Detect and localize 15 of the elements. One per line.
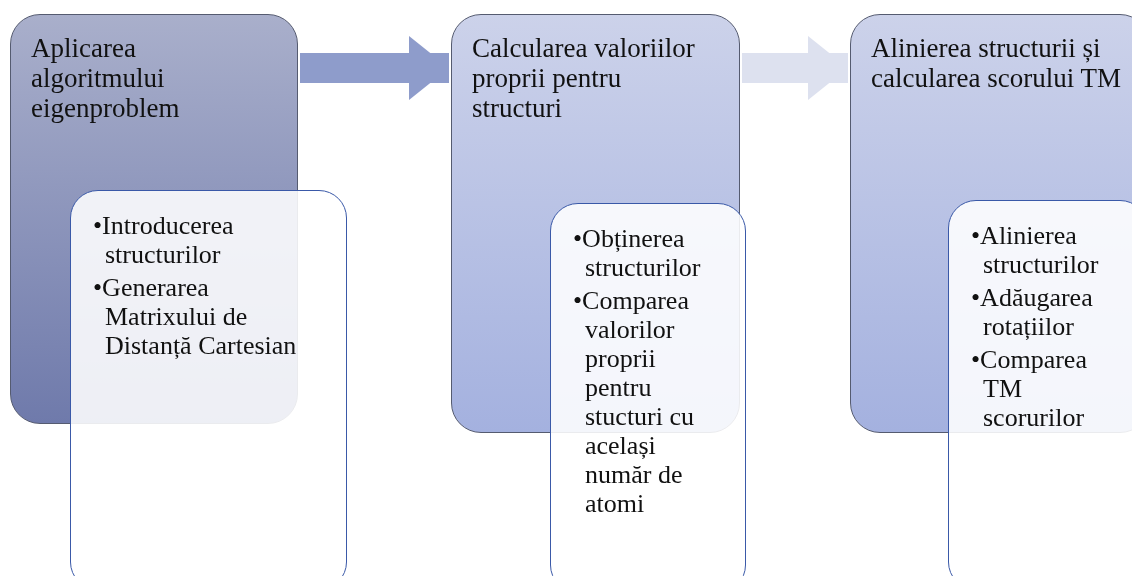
arrow [300,36,449,100]
step-title: Calcularea valoriilor proprii pentru structuri [472,33,696,123]
bullet-item: •Adăugarea rotațiilor [971,283,1094,341]
bullet-item: •Comparea valorilor proprii pentru stucturi cu același număr de atomi [573,286,696,518]
arrow [742,36,848,100]
bullet-item: •Alinierea structurilor [971,221,1100,279]
bullet-item: •Comparea TM scorurilor [971,345,1088,432]
detail-card [550,203,746,576]
bullet-item: •Obținerea structurilor [573,224,702,282]
bullet-item: •Introducerea structurilor [93,211,235,269]
step-title: Aplicarea algoritmului eigenproblem [31,33,181,123]
bullet-item: •Generarea Matrixului de Distanță Cartesian [93,273,298,360]
step-title: Alinierea structurii și calcularea scorului TM [871,33,1122,93]
detail-card [70,190,347,576]
detail-card [948,200,1132,576]
